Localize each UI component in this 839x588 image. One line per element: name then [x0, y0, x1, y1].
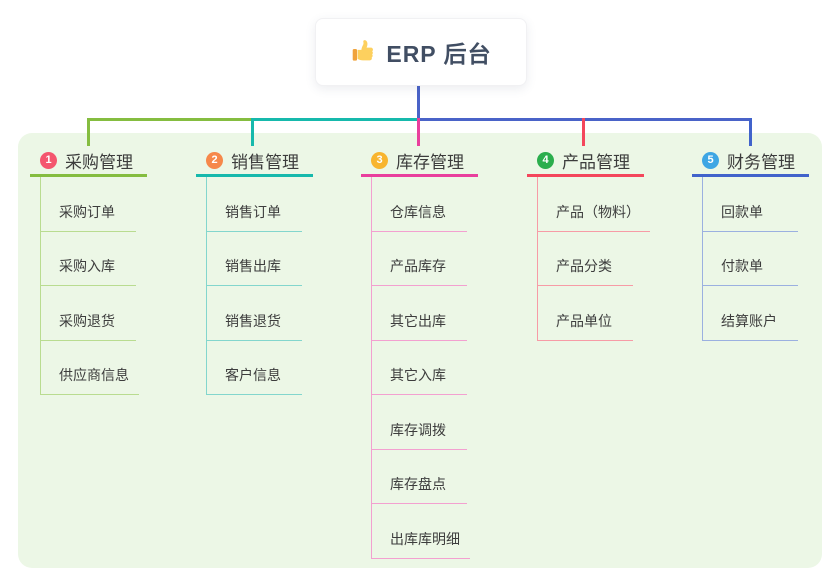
branch-node[interactable]: 4 产品管理 — [527, 146, 644, 177]
child-node-label: 供应商信息 — [59, 367, 129, 383]
child-node[interactable]: 销售订单 — [207, 177, 302, 232]
branch-children: 仓库信息 产品库存 其它出库 其它入库 库存调拨 库存盘点 出库库明细 — [371, 177, 470, 559]
branch-column: 1 采购管理 采购订单 采购入库 采购退货 供应商信息 — [30, 146, 147, 395]
child-node-label: 销售退货 — [225, 312, 281, 329]
child-node[interactable]: 回款单 — [703, 177, 798, 232]
child-node-label: 销售出库 — [225, 258, 281, 274]
branch-column: 4 产品管理 产品（物料） 产品分类 产品单位 — [527, 146, 650, 341]
child-node[interactable]: 销售出库 — [207, 232, 302, 286]
child-node-label: 产品库存 — [390, 258, 446, 274]
child-node-label: 采购退货 — [59, 312, 115, 329]
branch-children: 采购订单 采购入库 采购退货 供应商信息 — [40, 177, 139, 395]
child-node[interactable]: 产品单位 — [538, 286, 633, 341]
child-node-label: 产品单位 — [556, 312, 612, 329]
child-node[interactable]: 供应商信息 — [41, 341, 139, 395]
child-node-label: 结算账户 — [721, 312, 777, 329]
child-node[interactable]: 仓库信息 — [372, 177, 467, 232]
child-node-label: 仓库信息 — [390, 203, 446, 220]
root-connector-line — [416, 84, 420, 121]
child-node-label: 产品（物料） — [556, 203, 640, 220]
branch-node[interactable]: 5 财务管理 — [692, 146, 809, 177]
child-node-label: 销售订单 — [225, 203, 281, 220]
child-node[interactable]: 产品分类 — [538, 232, 633, 286]
branch-node[interactable]: 1 采购管理 — [30, 146, 147, 177]
branch-node[interactable]: 3 库存管理 — [361, 146, 478, 177]
child-node[interactable]: 结算账户 — [703, 286, 798, 341]
branch-number-badge: 1 — [40, 151, 57, 169]
trunk-segment — [418, 118, 752, 121]
child-node-label: 产品分类 — [556, 258, 612, 274]
branch-column: 3 库存管理 仓库信息 产品库存 其它出库 其它入库 库存调拨 库存盘点 出库库… — [361, 146, 478, 559]
child-node-label: 付款单 — [721, 258, 763, 274]
branch-drop-line — [86, 118, 90, 146]
child-node[interactable]: 其它入库 — [372, 341, 467, 395]
branch-label: 采购管理 — [65, 152, 133, 172]
branch-drop-line — [416, 118, 420, 146]
branch-children: 产品（物料） 产品分类 产品单位 — [537, 177, 650, 341]
trunk-segment — [88, 118, 252, 121]
child-node[interactable]: 付款单 — [703, 232, 798, 286]
child-node[interactable]: 销售退货 — [207, 286, 302, 341]
thumbs-up-icon — [353, 40, 374, 61]
branch-node[interactable]: 2 销售管理 — [196, 146, 313, 177]
branch-number-badge: 2 — [206, 151, 223, 169]
child-node-label: 其它入库 — [390, 367, 446, 383]
child-node-label: 采购入库 — [59, 258, 115, 274]
branch-drop-line — [250, 118, 254, 146]
branch-children: 销售订单 销售出库 销售退货 客户信息 — [206, 177, 302, 395]
trunk-segment — [252, 118, 418, 121]
branch-number-badge: 5 — [702, 151, 719, 169]
child-node[interactable]: 采购入库 — [41, 232, 136, 286]
branch-column: 2 销售管理 销售订单 销售出库 销售退货 客户信息 — [196, 146, 313, 395]
child-node[interactable]: 产品（物料） — [538, 177, 650, 232]
branch-children: 回款单 付款单 结算账户 — [702, 177, 798, 341]
child-node-label: 回款单 — [721, 203, 763, 220]
child-node[interactable]: 库存调拨 — [372, 395, 467, 450]
child-node-label: 其它出库 — [390, 312, 446, 329]
branches-panel — [18, 133, 822, 568]
child-node-label: 采购订单 — [59, 203, 115, 220]
branch-number-badge: 3 — [371, 151, 388, 169]
child-node[interactable]: 产品库存 — [372, 232, 467, 286]
branch-label: 财务管理 — [727, 152, 795, 172]
branch-drop-line — [748, 118, 752, 146]
root-node[interactable]: ERP 后台 — [315, 18, 527, 86]
child-node[interactable]: 客户信息 — [207, 341, 302, 395]
child-node[interactable]: 其它出库 — [372, 286, 467, 341]
child-node[interactable]: 采购退货 — [41, 286, 136, 341]
child-node-label: 客户信息 — [225, 367, 281, 383]
branch-label: 销售管理 — [231, 152, 299, 172]
branch-label: 库存管理 — [396, 152, 464, 172]
root-title: ERP 后台 — [386, 41, 492, 67]
child-node[interactable]: 采购订单 — [41, 177, 136, 232]
child-node[interactable]: 出库库明细 — [372, 504, 470, 559]
branch-label: 产品管理 — [562, 152, 630, 172]
branch-drop-line — [581, 118, 585, 146]
child-node[interactable]: 库存盘点 — [372, 450, 467, 504]
child-node-label: 库存盘点 — [390, 476, 446, 492]
branch-column: 5 财务管理 回款单 付款单 结算账户 — [692, 146, 809, 341]
child-node-label: 出库库明细 — [390, 530, 460, 547]
child-node-label: 库存调拨 — [390, 421, 446, 438]
branch-number-badge: 4 — [537, 151, 554, 169]
